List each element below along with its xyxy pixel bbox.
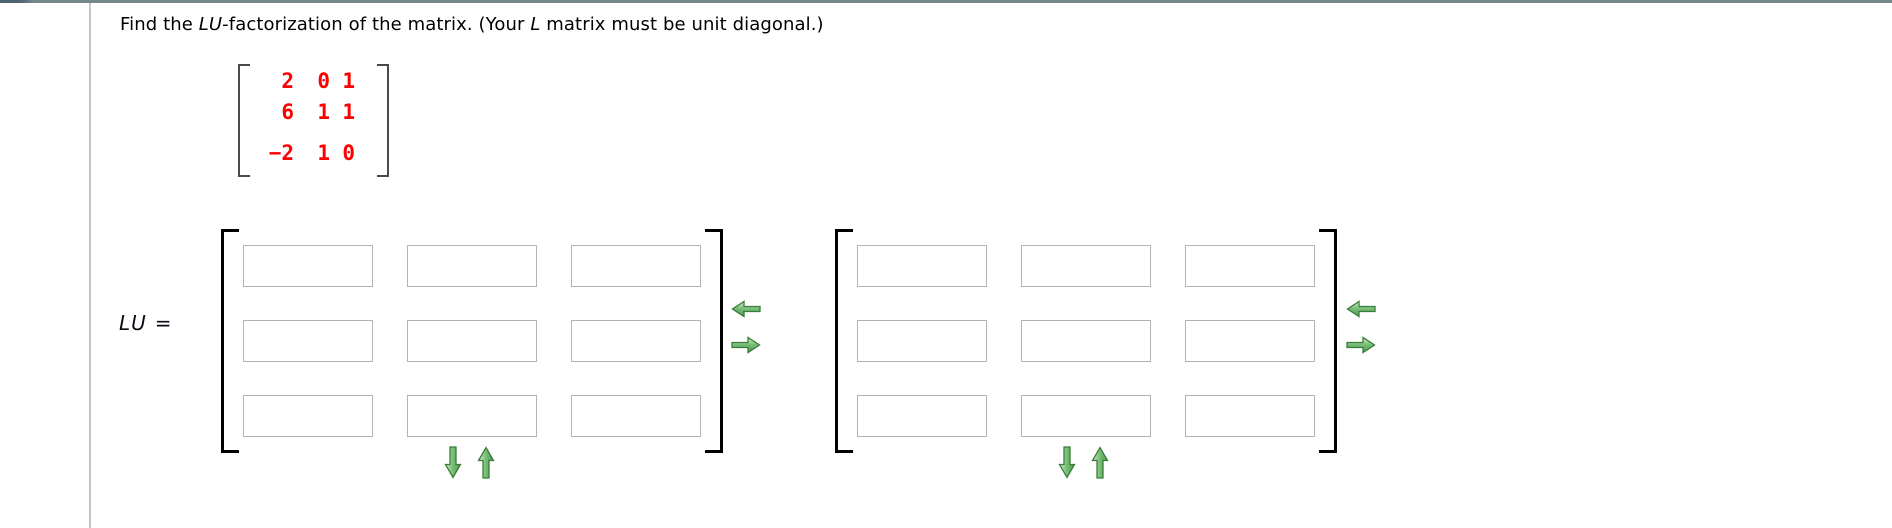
panel-left-divider xyxy=(89,3,91,528)
matrix-u-cell-r2c1[interactable] xyxy=(857,320,987,362)
given-matrix: 2 0 1 6 1 1 −2 1 0 xyxy=(238,64,389,177)
answer-matrix-u-left-bracket xyxy=(835,229,853,453)
question-prefix: Find the xyxy=(120,14,199,35)
matrix-l-cell-r3c2[interactable] xyxy=(407,395,537,437)
grow-columns-arrow-icon[interactable] xyxy=(731,336,761,354)
matrix-u-cell-r1c2[interactable] xyxy=(1021,245,1151,287)
matrix-l-cell-r1c1[interactable] xyxy=(243,245,373,287)
equation-lhs: LU = xyxy=(119,311,172,335)
matrix-u-cell-r3c3[interactable] xyxy=(1185,395,1315,437)
given-matrix-value: −2 xyxy=(268,141,294,165)
matrix-l-cell-r1c3[interactable] xyxy=(571,245,701,287)
given-matrix-left-bracket xyxy=(238,64,250,177)
panel-top-border xyxy=(0,0,1892,3)
answer-matrix-l-grid xyxy=(239,229,705,453)
matrix-l-cell-r2c3[interactable] xyxy=(571,320,701,362)
matrix-l-cell-r3c1[interactable] xyxy=(243,395,373,437)
given-matrix-value: 1 xyxy=(317,141,330,165)
given-matrix-values: 2 0 1 6 1 1 −2 1 0 xyxy=(250,64,377,177)
answer-matrix-u-grid xyxy=(853,229,1319,453)
question-math-term-l: L xyxy=(530,14,541,35)
question-text: Find the LU-factorization of the matrix.… xyxy=(120,14,824,35)
answer-matrix-u-right-bracket xyxy=(1319,229,1337,453)
grow-rows-arrow-icon[interactable] xyxy=(444,446,462,479)
given-matrix-row: 6 1 1 xyxy=(258,97,355,128)
matrix-l-cell-r1c2[interactable] xyxy=(407,245,537,287)
given-matrix-value: 0 xyxy=(317,69,330,93)
answer-matrix-u xyxy=(835,229,1337,453)
given-matrix-right-bracket xyxy=(377,64,389,177)
given-matrix-row: 2 0 1 xyxy=(258,66,355,97)
matrix-u-row-resize-arrows xyxy=(1058,446,1109,479)
shrink-columns-arrow-icon[interactable] xyxy=(1346,300,1376,318)
given-matrix-row: −2 1 0 xyxy=(258,138,355,169)
grow-rows-arrow-icon[interactable] xyxy=(1058,446,1076,479)
matrix-u-cell-r1c3[interactable] xyxy=(1185,245,1315,287)
grow-columns-arrow-icon[interactable] xyxy=(1346,336,1376,354)
given-matrix-value: 1 xyxy=(317,100,330,124)
given-matrix-value: 0 xyxy=(342,141,355,165)
shrink-rows-arrow-icon[interactable] xyxy=(477,446,495,479)
given-matrix-value: 1 xyxy=(342,100,355,124)
shrink-columns-arrow-icon[interactable] xyxy=(731,300,761,318)
matrix-u-cell-r3c2[interactable] xyxy=(1021,395,1151,437)
matrix-u-cell-r1c1[interactable] xyxy=(857,245,987,287)
matrix-u-cell-r3c1[interactable] xyxy=(857,395,987,437)
given-matrix-value: 1 xyxy=(342,69,355,93)
matrix-l-column-resize-arrows xyxy=(731,300,761,354)
matrix-l-cell-r2c1[interactable] xyxy=(243,320,373,362)
given-matrix-value: 6 xyxy=(281,100,294,124)
matrix-u-cell-r2c2[interactable] xyxy=(1021,320,1151,362)
matrix-l-cell-r2c2[interactable] xyxy=(407,320,537,362)
answer-matrix-l xyxy=(221,229,723,453)
matrix-u-column-resize-arrows xyxy=(1346,300,1376,354)
question-math-term-lu: LU xyxy=(198,14,223,35)
matrix-l-row-resize-arrows xyxy=(444,446,495,479)
question-middle: -factorization of the matrix. (Your xyxy=(222,14,531,35)
equals-sign: = xyxy=(154,311,172,335)
answer-matrix-l-right-bracket xyxy=(705,229,723,453)
matrix-u-cell-r2c3[interactable] xyxy=(1185,320,1315,362)
shrink-rows-arrow-icon[interactable] xyxy=(1091,446,1109,479)
answer-matrix-l-left-bracket xyxy=(221,229,239,453)
question-suffix: matrix must be unit diagonal.) xyxy=(540,14,824,35)
given-matrix-value: 2 xyxy=(281,69,294,93)
matrix-l-cell-r3c3[interactable] xyxy=(571,395,701,437)
equation-lu-label: LU xyxy=(119,311,147,335)
